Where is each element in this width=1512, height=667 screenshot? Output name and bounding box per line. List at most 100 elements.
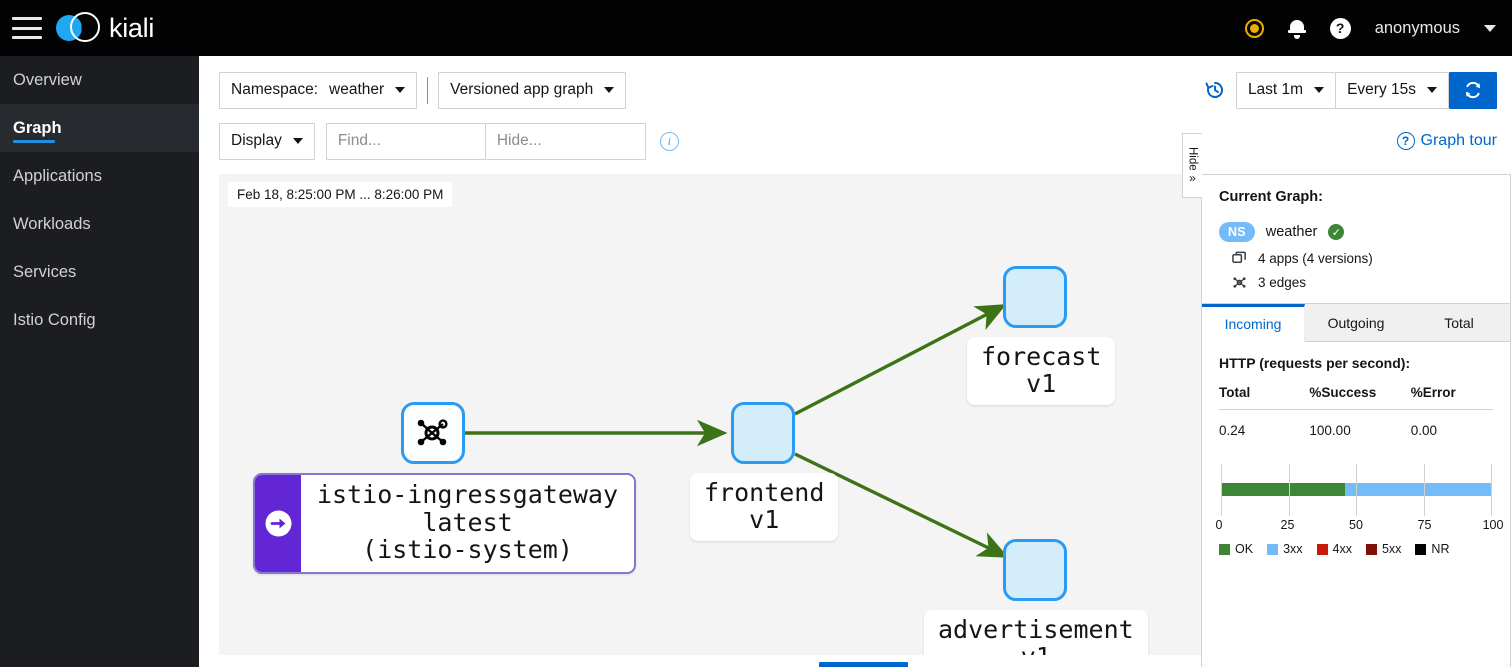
graph-canvas[interactable]: Feb 18, 8:25:00 PM ... 8:26:00 PM xyxy=(219,174,1201,655)
user-menu-chevron-down-icon[interactable] xyxy=(1484,24,1496,32)
apps-text: 4 apps (4 versions) xyxy=(1258,251,1373,266)
axis-tick-label: 50 xyxy=(1349,518,1363,532)
sidebar-item-label: Istio Config xyxy=(13,310,96,329)
chart-plot-area xyxy=(1221,464,1492,516)
brand-logo-link[interactable]: kiali xyxy=(56,11,154,45)
namespace-row: NS weather ✓ xyxy=(1219,222,1493,242)
pan-icon[interactable] xyxy=(427,662,472,667)
sidebar-item-label: Graph xyxy=(13,118,62,137)
mesh-icon xyxy=(417,419,448,446)
main-content: Namespace: weather Versioned app graph xyxy=(199,56,1512,667)
graph-node-frontend[interactable] xyxy=(731,402,795,464)
sidebar-item-label: Services xyxy=(13,262,77,281)
layout-1-icon[interactable]: 1 xyxy=(707,662,752,667)
ns-name: weather xyxy=(1265,224,1318,240)
chart-gridline xyxy=(1288,464,1290,516)
graph-node-label-frontend[interactable]: frontend v1 xyxy=(690,473,839,541)
legend-item-ok[interactable]: OK xyxy=(1219,542,1253,556)
graph-timestamp: Feb 18, 8:25:00 PM ... 8:26:00 PM xyxy=(228,182,453,207)
legend-button[interactable]: Legend xyxy=(819,662,909,667)
edge-frontend-advertisement xyxy=(794,452,1009,558)
metrics-body: HTTP (requests per second): Total %Succe… xyxy=(1202,342,1510,556)
amber-circle-icon[interactable] xyxy=(1244,18,1264,38)
tab-total[interactable]: Total xyxy=(1408,304,1510,341)
bar-segment-3xx xyxy=(1345,483,1491,496)
history-icon[interactable] xyxy=(1204,79,1226,101)
graph-type-selector[interactable]: Versioned app graph xyxy=(438,71,627,109)
bell-icon[interactable] xyxy=(1287,18,1306,39)
masthead: kiali ? anonymous xyxy=(0,0,1512,56)
col-total: Total xyxy=(1219,385,1310,410)
tab-incoming[interactable]: Incoming xyxy=(1202,304,1305,342)
refresh-interval-selector[interactable]: Every 15s xyxy=(1335,71,1449,109)
sidebar-item-graph[interactable]: Graph xyxy=(0,104,199,152)
axis-tick-label: 75 xyxy=(1417,518,1432,532)
user-name[interactable]: anonymous xyxy=(1374,18,1460,37)
hide-tab-label: Hide xyxy=(1186,147,1199,171)
edges-stat-row: 3 edges xyxy=(1231,275,1493,290)
hide-side-panel-tab[interactable]: Hide » xyxy=(1182,133,1202,198)
chevron-down-icon xyxy=(604,87,615,93)
display-label: Display xyxy=(231,132,282,149)
info-icon[interactable]: i xyxy=(659,131,679,151)
chevron-down-icon xyxy=(1427,87,1437,93)
question-icon: ? xyxy=(1396,132,1415,150)
graph-node-istio-ingressgateway[interactable] xyxy=(401,402,465,464)
legend-item-nr[interactable]: NR xyxy=(1415,542,1449,556)
legend-item-5xx[interactable]: 5xx xyxy=(1365,542,1401,556)
sidebar-item-label: Applications xyxy=(13,166,102,185)
sidebar-item-label: Overview xyxy=(13,70,82,89)
help-icon[interactable]: ? xyxy=(1329,17,1351,39)
tab-outgoing[interactable]: Outgoing xyxy=(1305,304,1408,341)
sidebar-nav: Overview Graph Applications Workloads Se… xyxy=(0,56,199,667)
layout-2-icon[interactable]: 2 xyxy=(763,662,808,667)
masthead-actions: ? anonymous xyxy=(1244,17,1496,39)
display-menu-button[interactable]: Display xyxy=(219,122,315,160)
chart-gridline xyxy=(1221,464,1222,516)
legend-item-4xx[interactable]: 4xx xyxy=(1316,542,1352,556)
refresh-button[interactable] xyxy=(1449,71,1497,109)
gateway-arrow-icon xyxy=(255,475,301,572)
zoom-in-icon[interactable] xyxy=(483,662,528,667)
layout-default-icon[interactable] xyxy=(651,662,696,667)
legend-item-3xx[interactable]: 3xx xyxy=(1267,542,1303,556)
zoom-out-icon[interactable] xyxy=(539,662,584,667)
table-header-row: Total %Success %Error xyxy=(1219,385,1493,410)
chart-gridline xyxy=(1491,464,1492,516)
legend-label: OK xyxy=(1235,542,1254,556)
sidebar-item-services[interactable]: Services xyxy=(0,248,199,296)
legend-label: 4xx xyxy=(1332,542,1352,556)
active-indicator xyxy=(13,140,55,143)
graph-toolbar-bottom: Display i ? Graph tour xyxy=(199,121,1512,161)
namespace-selector[interactable]: Namespace: weather xyxy=(219,71,418,109)
sidebar-item-workloads[interactable]: Workloads xyxy=(0,200,199,248)
graph-node-advertisement[interactable] xyxy=(1003,539,1067,601)
legend-label: 3xx xyxy=(1283,542,1303,556)
toolbar-divider xyxy=(427,76,429,104)
find-input[interactable] xyxy=(325,122,486,160)
fit-screen-icon[interactable] xyxy=(595,662,640,667)
graph-tour-link[interactable]: ? Graph tour xyxy=(1396,132,1497,150)
refresh-icon xyxy=(1466,81,1480,99)
hide-input[interactable] xyxy=(485,122,646,160)
sidebar-item-applications[interactable]: Applications xyxy=(0,152,199,200)
graph-node-label-advertisement[interactable]: advertisement v1 xyxy=(924,610,1148,655)
panel-divider xyxy=(1202,303,1510,304)
brand-name: kiali xyxy=(109,12,155,43)
hamburger-menu-icon[interactable] xyxy=(12,17,42,39)
col-success: %Success xyxy=(1309,385,1411,410)
chart-gridline xyxy=(1423,464,1425,516)
time-range-value: Last 1m xyxy=(1247,81,1304,98)
ns-badge: NS xyxy=(1219,222,1255,242)
sidebar-item-overview[interactable]: Overview xyxy=(0,56,199,104)
sidebar-item-istio-config[interactable]: Istio Config xyxy=(0,296,199,344)
time-range-selector[interactable]: Last 1m xyxy=(1235,71,1336,109)
graph-node-label-istio-ingressgateway[interactable]: istio-ingressgateway latest (istio-syste… xyxy=(253,473,637,574)
axis-tick-label: 100 xyxy=(1482,518,1504,532)
graph-node-forecast[interactable] xyxy=(1003,266,1067,328)
graph-node-label-forecast[interactable]: forecast v1 xyxy=(967,337,1116,405)
namespace-value: weather xyxy=(329,81,385,98)
